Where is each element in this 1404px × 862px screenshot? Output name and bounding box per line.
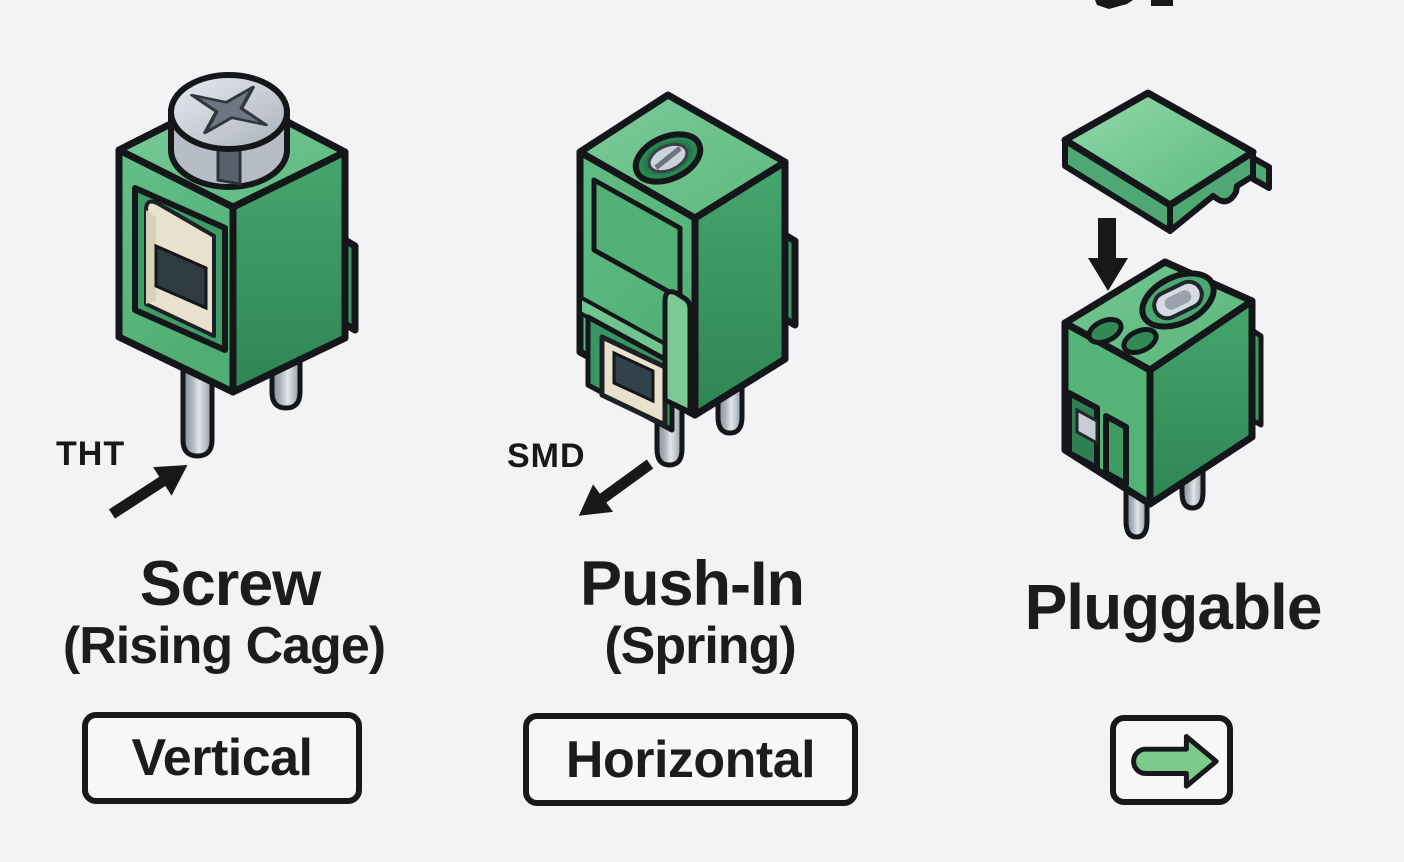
screw-terminal-illustration: [115, 72, 359, 459]
plug-front-right: [1167, 149, 1256, 234]
front-window-right: [1103, 413, 1129, 487]
right-arrow-icon: [1131, 734, 1219, 789]
contact-pin: [1075, 407, 1099, 446]
orientation-label: Vertical: [131, 729, 313, 787]
terminal-type-subtitle-push-in: (Spring): [604, 617, 796, 675]
pcb-pin-left: [180, 357, 215, 459]
cropped-text-artifact: [1095, 0, 1173, 9]
plug-top-face: [1061, 89, 1257, 209]
terminal-type-title-screw: Screw: [139, 549, 322, 619]
down-arrow-icon: [1088, 218, 1128, 291]
wire-entry-cage: [132, 185, 228, 353]
top-hole: [1121, 327, 1159, 355]
terminal-type-title-pluggable: Pluggable: [1024, 571, 1323, 643]
release-bar: [662, 289, 693, 415]
screw-head-icon: [168, 72, 290, 190]
orientation-badge-vertical: Vertical: [82, 712, 362, 804]
top-hole: [1086, 317, 1124, 345]
mount-type-label-tht: THT: [56, 435, 126, 473]
cropped-glyph: [1151, 0, 1173, 6]
terminal-type-subtitle-screw: (Rising Cage): [62, 617, 386, 675]
wire-entry-window: [585, 314, 675, 433]
cage-shadow: [146, 210, 156, 304]
terminal-type-title-push-in: Push-In: [580, 549, 805, 619]
push-in-terminal-illustration: [576, 91, 799, 468]
orientation-badge-pluggable: [1110, 715, 1233, 805]
plug-cap: [1061, 89, 1272, 234]
socket-base: [1061, 258, 1264, 540]
mount-type-label-smd: SMD: [507, 437, 586, 475]
front-window-left: [1066, 390, 1100, 471]
wire-aperture: [154, 243, 208, 311]
orientation-label: Horizontal: [565, 730, 816, 789]
plug-socket-opening: [1139, 270, 1217, 330]
tht-pointer-arrow-icon: [109, 464, 188, 519]
pluggable-terminal-illustration: [1061, 89, 1272, 540]
push-in-hole: [632, 131, 704, 185]
phillips-cross-icon: [190, 85, 268, 135]
orientation-badge-horizontal: Horizontal: [523, 713, 858, 806]
wire-aperture: [612, 350, 655, 404]
smd-pointer-arrow-icon: [578, 459, 654, 516]
cropped-glyph: [1095, 0, 1133, 9]
